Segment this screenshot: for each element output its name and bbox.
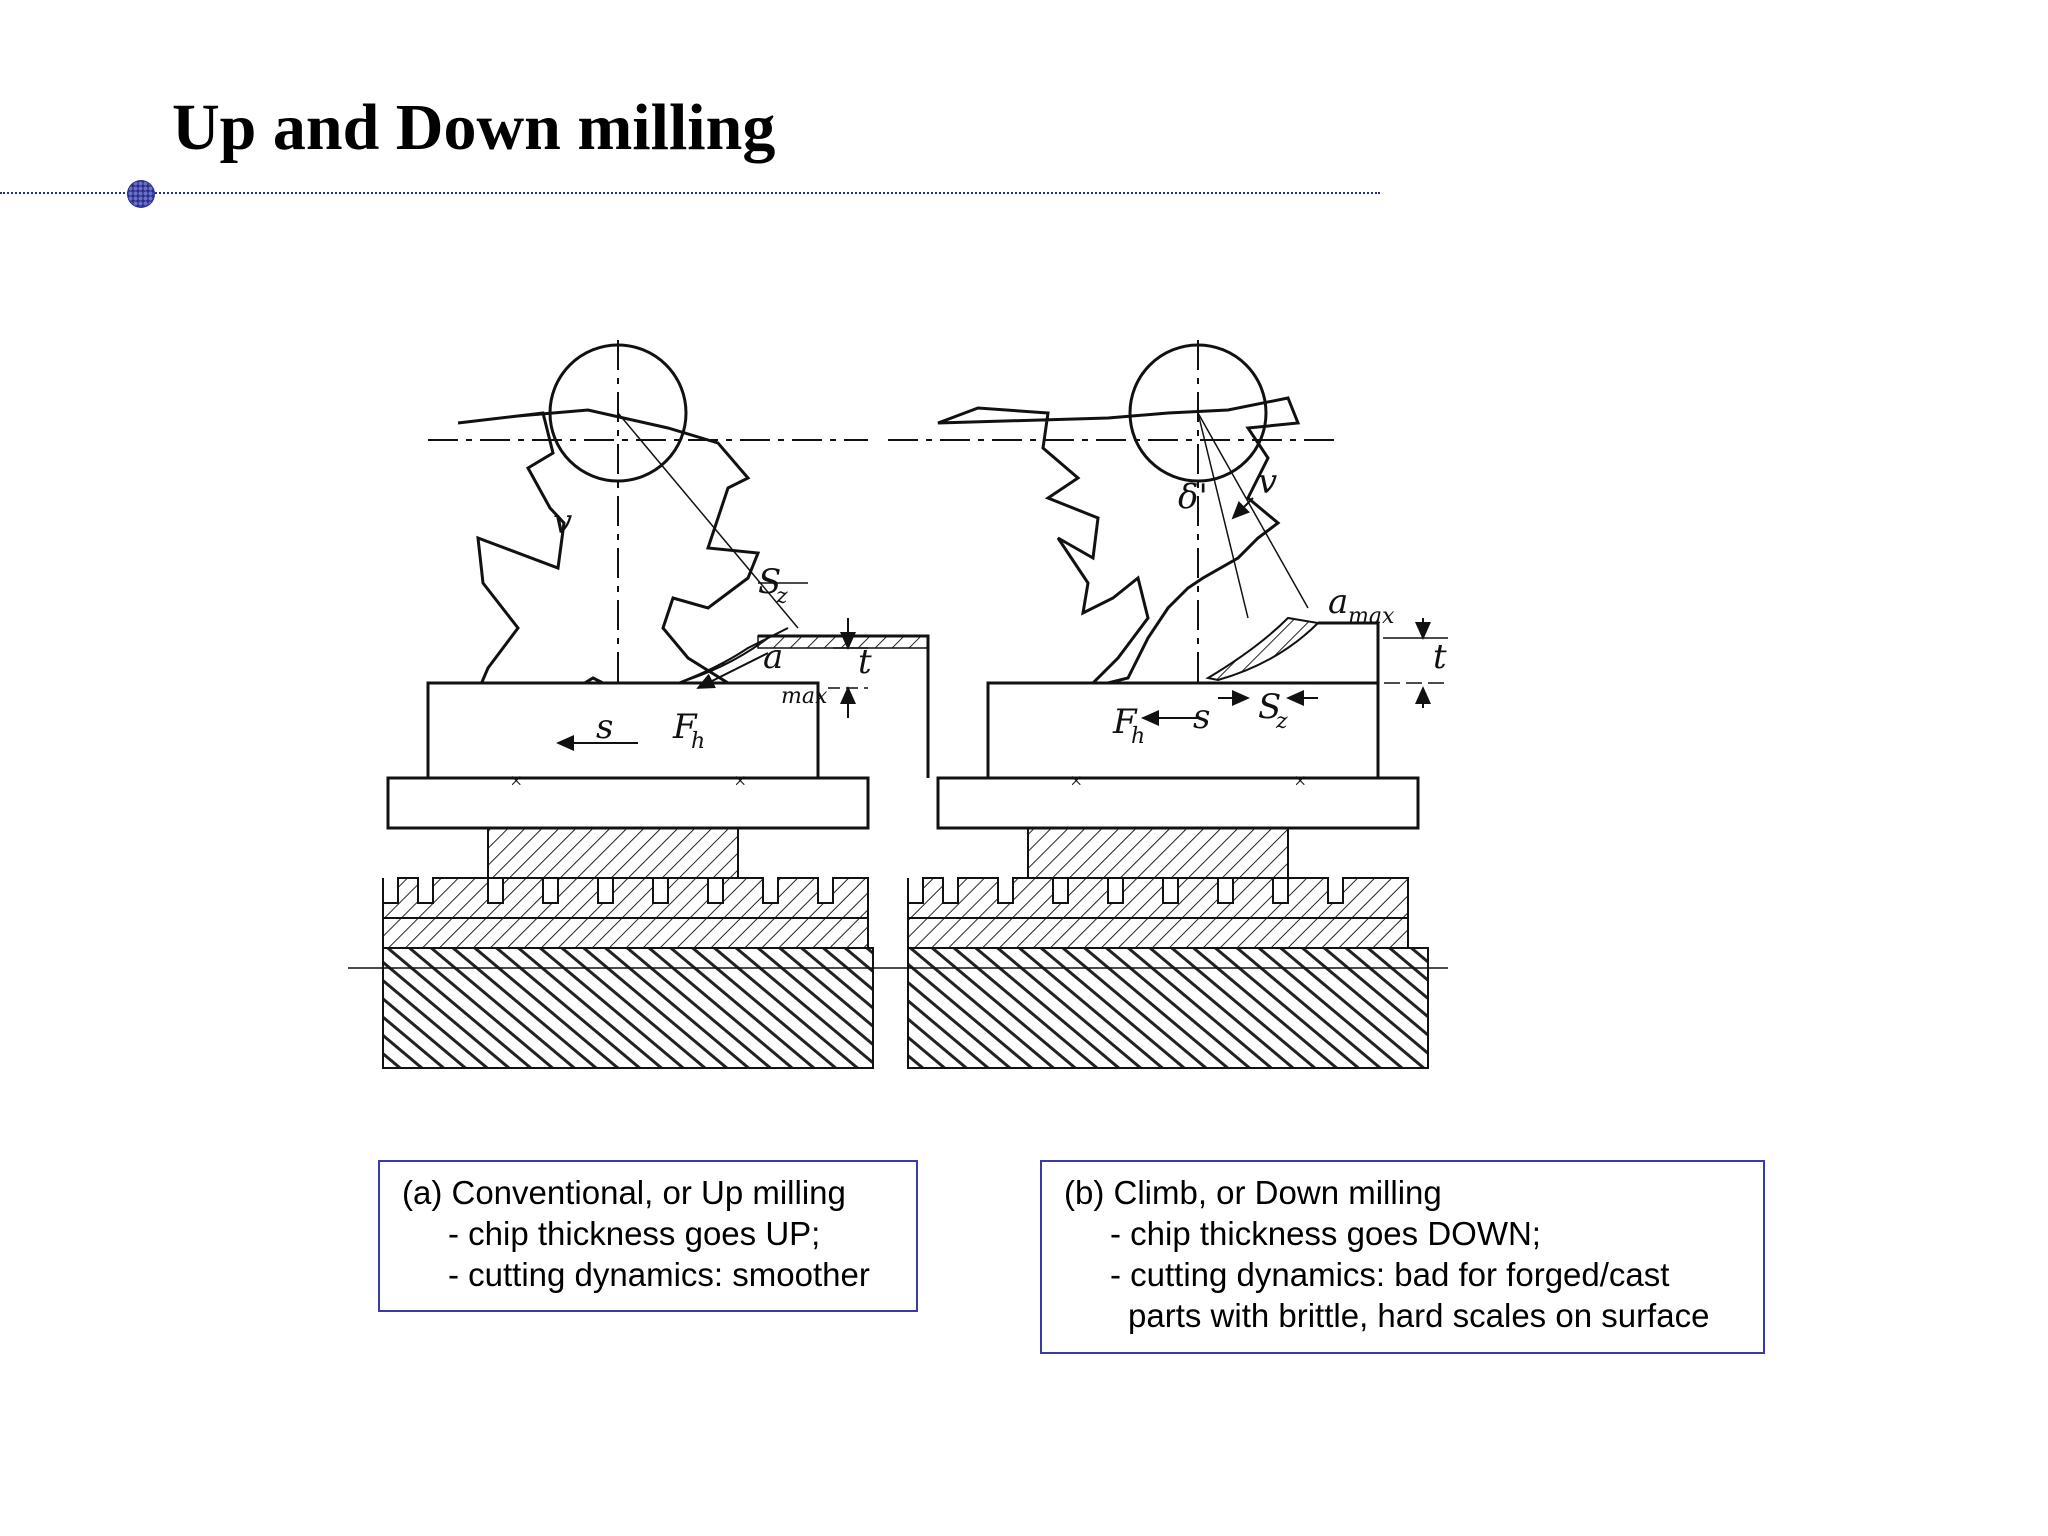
cutter-right: [937, 343, 1301, 691]
down-milling-drawing: × × δ' v a max t F h s S z: [888, 340, 1448, 1069]
s-label-right: s: [1193, 697, 1210, 737]
workpiece-left: [426, 681, 820, 780]
cutter-left: [457, 343, 761, 720]
slide-title: Up and Down milling: [172, 91, 776, 164]
fh-sub-right: h: [1131, 724, 1145, 749]
table-left: [386, 776, 870, 830]
caption-b-line-3: parts with brittle, hard scales on surfa…: [1128, 1297, 1710, 1334]
v-label-right: v: [1258, 462, 1277, 502]
sz-sub-left: z: [775, 584, 788, 609]
caption-a-heading: (a) Conventional, or Up milling: [402, 1174, 846, 1211]
fh-label-left: F: [672, 707, 698, 747]
v-label-left: v: [553, 502, 572, 542]
caption-up-milling: (a) Conventional, or Up milling - chip t…: [378, 1160, 918, 1312]
nut-left: [487, 827, 739, 879]
sz-sub-right: z: [1275, 709, 1288, 734]
leadscrew-teeth-left: [382, 877, 869, 919]
nut-right: [1027, 827, 1289, 879]
fh-label-right: F: [1112, 702, 1138, 742]
up-milling-drawing: × × v S z t s F h a max: [348, 340, 930, 1069]
delta-label-right: δ': [1178, 477, 1208, 517]
caption-a-line-1: - chip thickness goes UP;: [448, 1215, 821, 1252]
svg-text:×: ×: [1070, 768, 1082, 793]
svg-text:×: ×: [734, 768, 746, 793]
amax-sub-left: max: [781, 684, 828, 709]
s-label-left: s: [596, 707, 613, 747]
caption-b-line-2: - cutting dynamics: bad for forged/cast: [1110, 1256, 1670, 1293]
sz-label-left: S: [758, 562, 781, 602]
t-label-right: t: [1433, 637, 1447, 677]
caption-b-line-1: - chip thickness goes DOWN;: [1110, 1215, 1541, 1252]
chip-right: [1205, 616, 1321, 682]
bullet-dot-icon: [128, 181, 154, 207]
amax-label-right: a: [1328, 582, 1348, 622]
t-label-left: t: [858, 642, 872, 682]
sz-label-right: S: [1258, 687, 1281, 727]
fh-sub-left: h: [691, 729, 705, 754]
svg-text:×: ×: [1294, 768, 1306, 793]
leadscrew-thread-left: [382, 947, 874, 1069]
radius-line-left: [617, 412, 799, 629]
leadscrew-teeth-right: [907, 877, 1409, 919]
caption-a-line-2: - cutting dynamics: smoother: [448, 1256, 870, 1293]
title-divider: [0, 192, 1380, 194]
cutter-left-centerlines: [428, 340, 868, 698]
amax-label-left: a: [763, 637, 783, 677]
leadscrew-thread-right: [907, 947, 1429, 1069]
milling-diagram: × × v S z t s F h a max: [348, 340, 1448, 1069]
caption-b-heading: (b) Climb, or Down milling: [1064, 1174, 1442, 1211]
table-right: [936, 776, 1420, 830]
caption-down-milling: (b) Climb, or Down milling - chip thickn…: [1040, 1160, 1765, 1354]
workpiece-right: [986, 681, 1380, 780]
svg-text:×: ×: [510, 768, 522, 793]
amax-sub-right: max: [1348, 604, 1395, 629]
